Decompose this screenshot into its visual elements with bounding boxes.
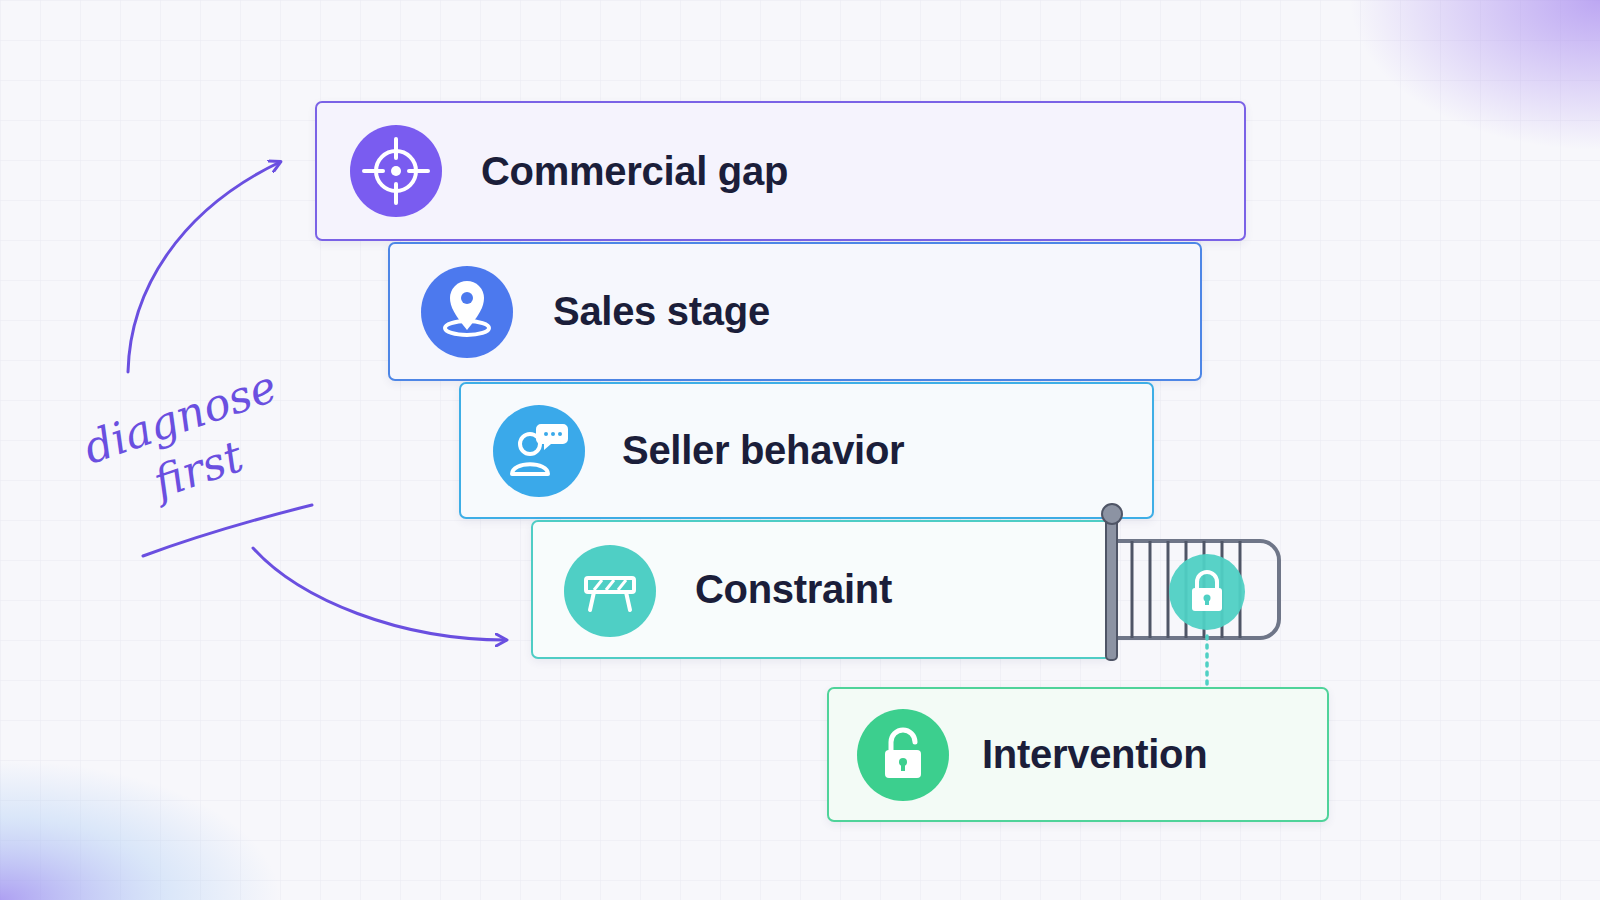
gate [1102, 504, 1279, 686]
stage-label: Sales stage [553, 289, 770, 334]
stage-label: Seller behavior [622, 428, 904, 473]
target-icon [350, 125, 442, 217]
handwritten-note: diagnose first [53, 350, 325, 535]
hand-underline [143, 505, 312, 556]
hand-arrow [128, 162, 280, 372]
stage-label: Commercial gap [481, 149, 788, 194]
stage-box: Constraint [531, 520, 1112, 659]
pin-icon [421, 266, 513, 358]
stage-box: Intervention [827, 687, 1329, 822]
lock-icon [857, 709, 949, 801]
stage-box: Sales stage [388, 242, 1202, 381]
hand-arrow [253, 548, 506, 640]
stage-box: Commercial gap [315, 101, 1246, 241]
seller-icon [493, 405, 585, 497]
stage-box: Seller behavior [459, 382, 1154, 519]
stage-label: Intervention [982, 732, 1207, 777]
barrier-icon [564, 545, 656, 637]
stage-label: Constraint [695, 567, 892, 612]
